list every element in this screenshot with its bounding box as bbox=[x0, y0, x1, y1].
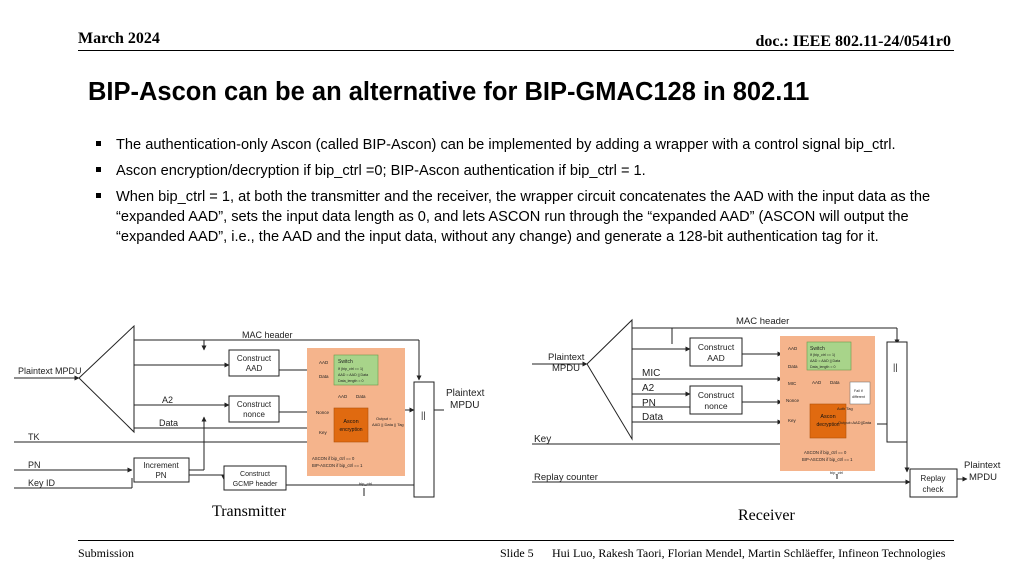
receiver-caption: Receiver bbox=[738, 507, 795, 524]
tx-concat-symbol: || bbox=[421, 410, 426, 420]
bullet-item: Ascon encryption/decryption if bip_ctrl … bbox=[96, 161, 956, 181]
tx-a2-label: A2 bbox=[162, 395, 173, 405]
rx-ascon-line1: Ascon bbox=[820, 414, 835, 420]
tx-aad-in-label: AAD bbox=[319, 360, 329, 365]
rx-aad-out-label: AAD bbox=[812, 380, 822, 385]
tx-switch-line2: If (bip_ctrl == 1) bbox=[338, 367, 363, 371]
header-date: March 2024 bbox=[78, 30, 160, 47]
rx-cond-line1: ASCON if bip_ctrl == 0 bbox=[804, 450, 847, 455]
tx-increment-pn-line1: Increment bbox=[143, 461, 179, 470]
rx-key-in-label: Key bbox=[788, 418, 797, 423]
rx-replay-counter-label: Replay counter bbox=[534, 472, 598, 483]
tx-construct-aad-line1: Construct bbox=[237, 354, 272, 363]
bullet-text: When bip_ctrl = 1, at both the transmitt… bbox=[116, 189, 931, 245]
rx-switch-line3: AAD = AAD || Data bbox=[810, 359, 840, 363]
bullet-text: Ascon encryption/decryption if bip_ctrl … bbox=[116, 163, 646, 179]
transmitter-diagram: MAC header Plaintext MPDU A2 Data TK PN … bbox=[14, 324, 444, 498]
rx-switch-line2: If (bip_ctrl == 1) bbox=[810, 353, 835, 357]
tx-plaintext-mpdu-out-line1: Plaintext bbox=[446, 388, 485, 399]
tx-plaintext-mpdu-out-line2: MPDU bbox=[450, 400, 479, 411]
bullet-marker-icon bbox=[96, 167, 101, 172]
tx-data-label: Data bbox=[159, 418, 178, 428]
rx-replay-check-line2: check bbox=[923, 485, 945, 494]
tx-plaintext-mpdu-label: Plaintext MPDU bbox=[18, 366, 82, 376]
tx-nonce-label: Nonce bbox=[316, 410, 330, 415]
tx-construct-nonce-line1: Construct bbox=[237, 400, 272, 409]
tx-data-out-label: Data bbox=[356, 394, 366, 399]
rx-cond-line2: BIP-ASCON if bip_ctrl == 1 bbox=[802, 457, 853, 462]
tx-pn-label: PN bbox=[28, 460, 41, 470]
rx-pn-label: PN bbox=[642, 398, 656, 409]
rx-switch-line4: Data_length = 0 bbox=[810, 365, 835, 369]
bullet-item: The authentication-only Ascon (called BI… bbox=[96, 135, 956, 155]
tx-tk-label: TK bbox=[28, 432, 40, 442]
tx-cond-line2: BIP-ASCON if bip_ctrl == 1 bbox=[312, 463, 363, 468]
receiver-diagram: MAC header Plaintext MPDU MIC A2 PN Data… bbox=[532, 316, 1001, 498]
rx-construct-aad-line2: AAD bbox=[707, 353, 724, 363]
rx-plaintext-mpdu-line2: MPDU bbox=[552, 363, 580, 374]
tx-switch-title: Switch bbox=[338, 359, 353, 365]
rx-mac-header-label: MAC header bbox=[736, 316, 789, 327]
tx-switch-line4: Data_length = 0 bbox=[338, 379, 363, 383]
rx-plaintext-mpdu-line1: Plaintext bbox=[548, 352, 585, 363]
rx-nonce-label: Nonce bbox=[786, 398, 800, 403]
rx-replay-check-line1: Replay bbox=[921, 474, 946, 483]
rx-data-out-label: Data bbox=[830, 380, 840, 385]
transmitter-output-label: Plaintext MPDU bbox=[446, 388, 485, 411]
transmitter-caption: Transmitter bbox=[212, 503, 287, 520]
rx-data-label: Data bbox=[642, 412, 664, 423]
tx-data-in-label: Data bbox=[319, 374, 329, 379]
rx-data-in-label: Data bbox=[788, 364, 798, 369]
bullet-item: When bip_ctrl = 1, at both the transmitt… bbox=[96, 187, 956, 247]
rx-fail-line2: different bbox=[852, 395, 865, 399]
rx-a2-label: A2 bbox=[642, 383, 655, 394]
tx-mac-header-label: MAC header bbox=[242, 330, 293, 340]
tx-output-line1: Output = bbox=[376, 416, 392, 421]
rx-mic-in-label: MIC bbox=[788, 381, 797, 386]
header-rule bbox=[78, 50, 954, 51]
footer-rule bbox=[78, 540, 954, 541]
rx-construct-nonce-line2: nonce bbox=[704, 401, 727, 411]
tx-construct-nonce-line2: nonce bbox=[243, 410, 265, 419]
rx-ascon-line2: decryption bbox=[816, 422, 839, 428]
tx-switch-line3: AAD = AAD || Data bbox=[338, 373, 368, 377]
rx-bip-ctrl-label: bip_ctrl bbox=[830, 470, 843, 475]
rx-concat-symbol: || bbox=[893, 362, 898, 372]
rx-key-label: Key bbox=[534, 434, 551, 445]
rx-output-label: Output=AAD||Data bbox=[838, 420, 872, 425]
footer-submission: Submission bbox=[78, 546, 135, 560]
tx-output-line2: AAD || Data || Tag bbox=[372, 422, 404, 427]
tx-bip-ctrl-label: bip_ctrl bbox=[359, 481, 372, 486]
tx-cond-line1: ASCON if bip_ctrl == 0 bbox=[312, 456, 355, 461]
tx-construct-gcmp-line1: Construct bbox=[240, 471, 270, 478]
tx-ascon-line2: encryption bbox=[339, 427, 362, 433]
slide-title: BIP-Ascon can be an alternative for BIP-… bbox=[88, 78, 810, 106]
rx-construct-aad-line1: Construct bbox=[698, 342, 735, 352]
tx-key-id-label: Key ID bbox=[28, 478, 56, 488]
rx-mic-label: MIC bbox=[642, 368, 660, 379]
header-doc-id: doc.: IEEE 802.11-24/0541r0 bbox=[755, 33, 951, 50]
footer-authors: Hui Luo, Rakesh Taori, Florian Mendel, M… bbox=[552, 546, 946, 560]
tx-key-label: Key bbox=[319, 430, 328, 435]
tx-ascon-line1: Ascon bbox=[343, 419, 358, 425]
rx-out-label-line1: Plaintext bbox=[964, 460, 1001, 471]
tx-increment-pn-line2: PN bbox=[155, 471, 166, 480]
tx-aad-out-label: AAD bbox=[338, 394, 348, 399]
rx-fail-line1: Fail if bbox=[854, 389, 863, 393]
bullet-text: The authentication-only Ascon (called BI… bbox=[116, 137, 896, 153]
rx-out-label-line2: MPDU bbox=[969, 472, 997, 483]
bullet-marker-icon bbox=[96, 193, 101, 198]
rx-switch-title: Switch bbox=[810, 346, 825, 352]
tx-construct-gcmp-line2: GCMP header bbox=[233, 481, 278, 488]
rx-aad-in-label: AAD bbox=[788, 346, 798, 351]
rx-construct-nonce-line1: Construct bbox=[698, 390, 735, 400]
bullet-list: The authentication-only Ascon (called BI… bbox=[96, 135, 956, 253]
footer-slide-number: Slide 5 bbox=[500, 546, 534, 560]
tx-construct-aad-line2: AAD bbox=[246, 364, 263, 373]
rx-auth-tag-label: Auth Tag bbox=[837, 406, 853, 411]
bullet-marker-icon bbox=[96, 141, 101, 146]
